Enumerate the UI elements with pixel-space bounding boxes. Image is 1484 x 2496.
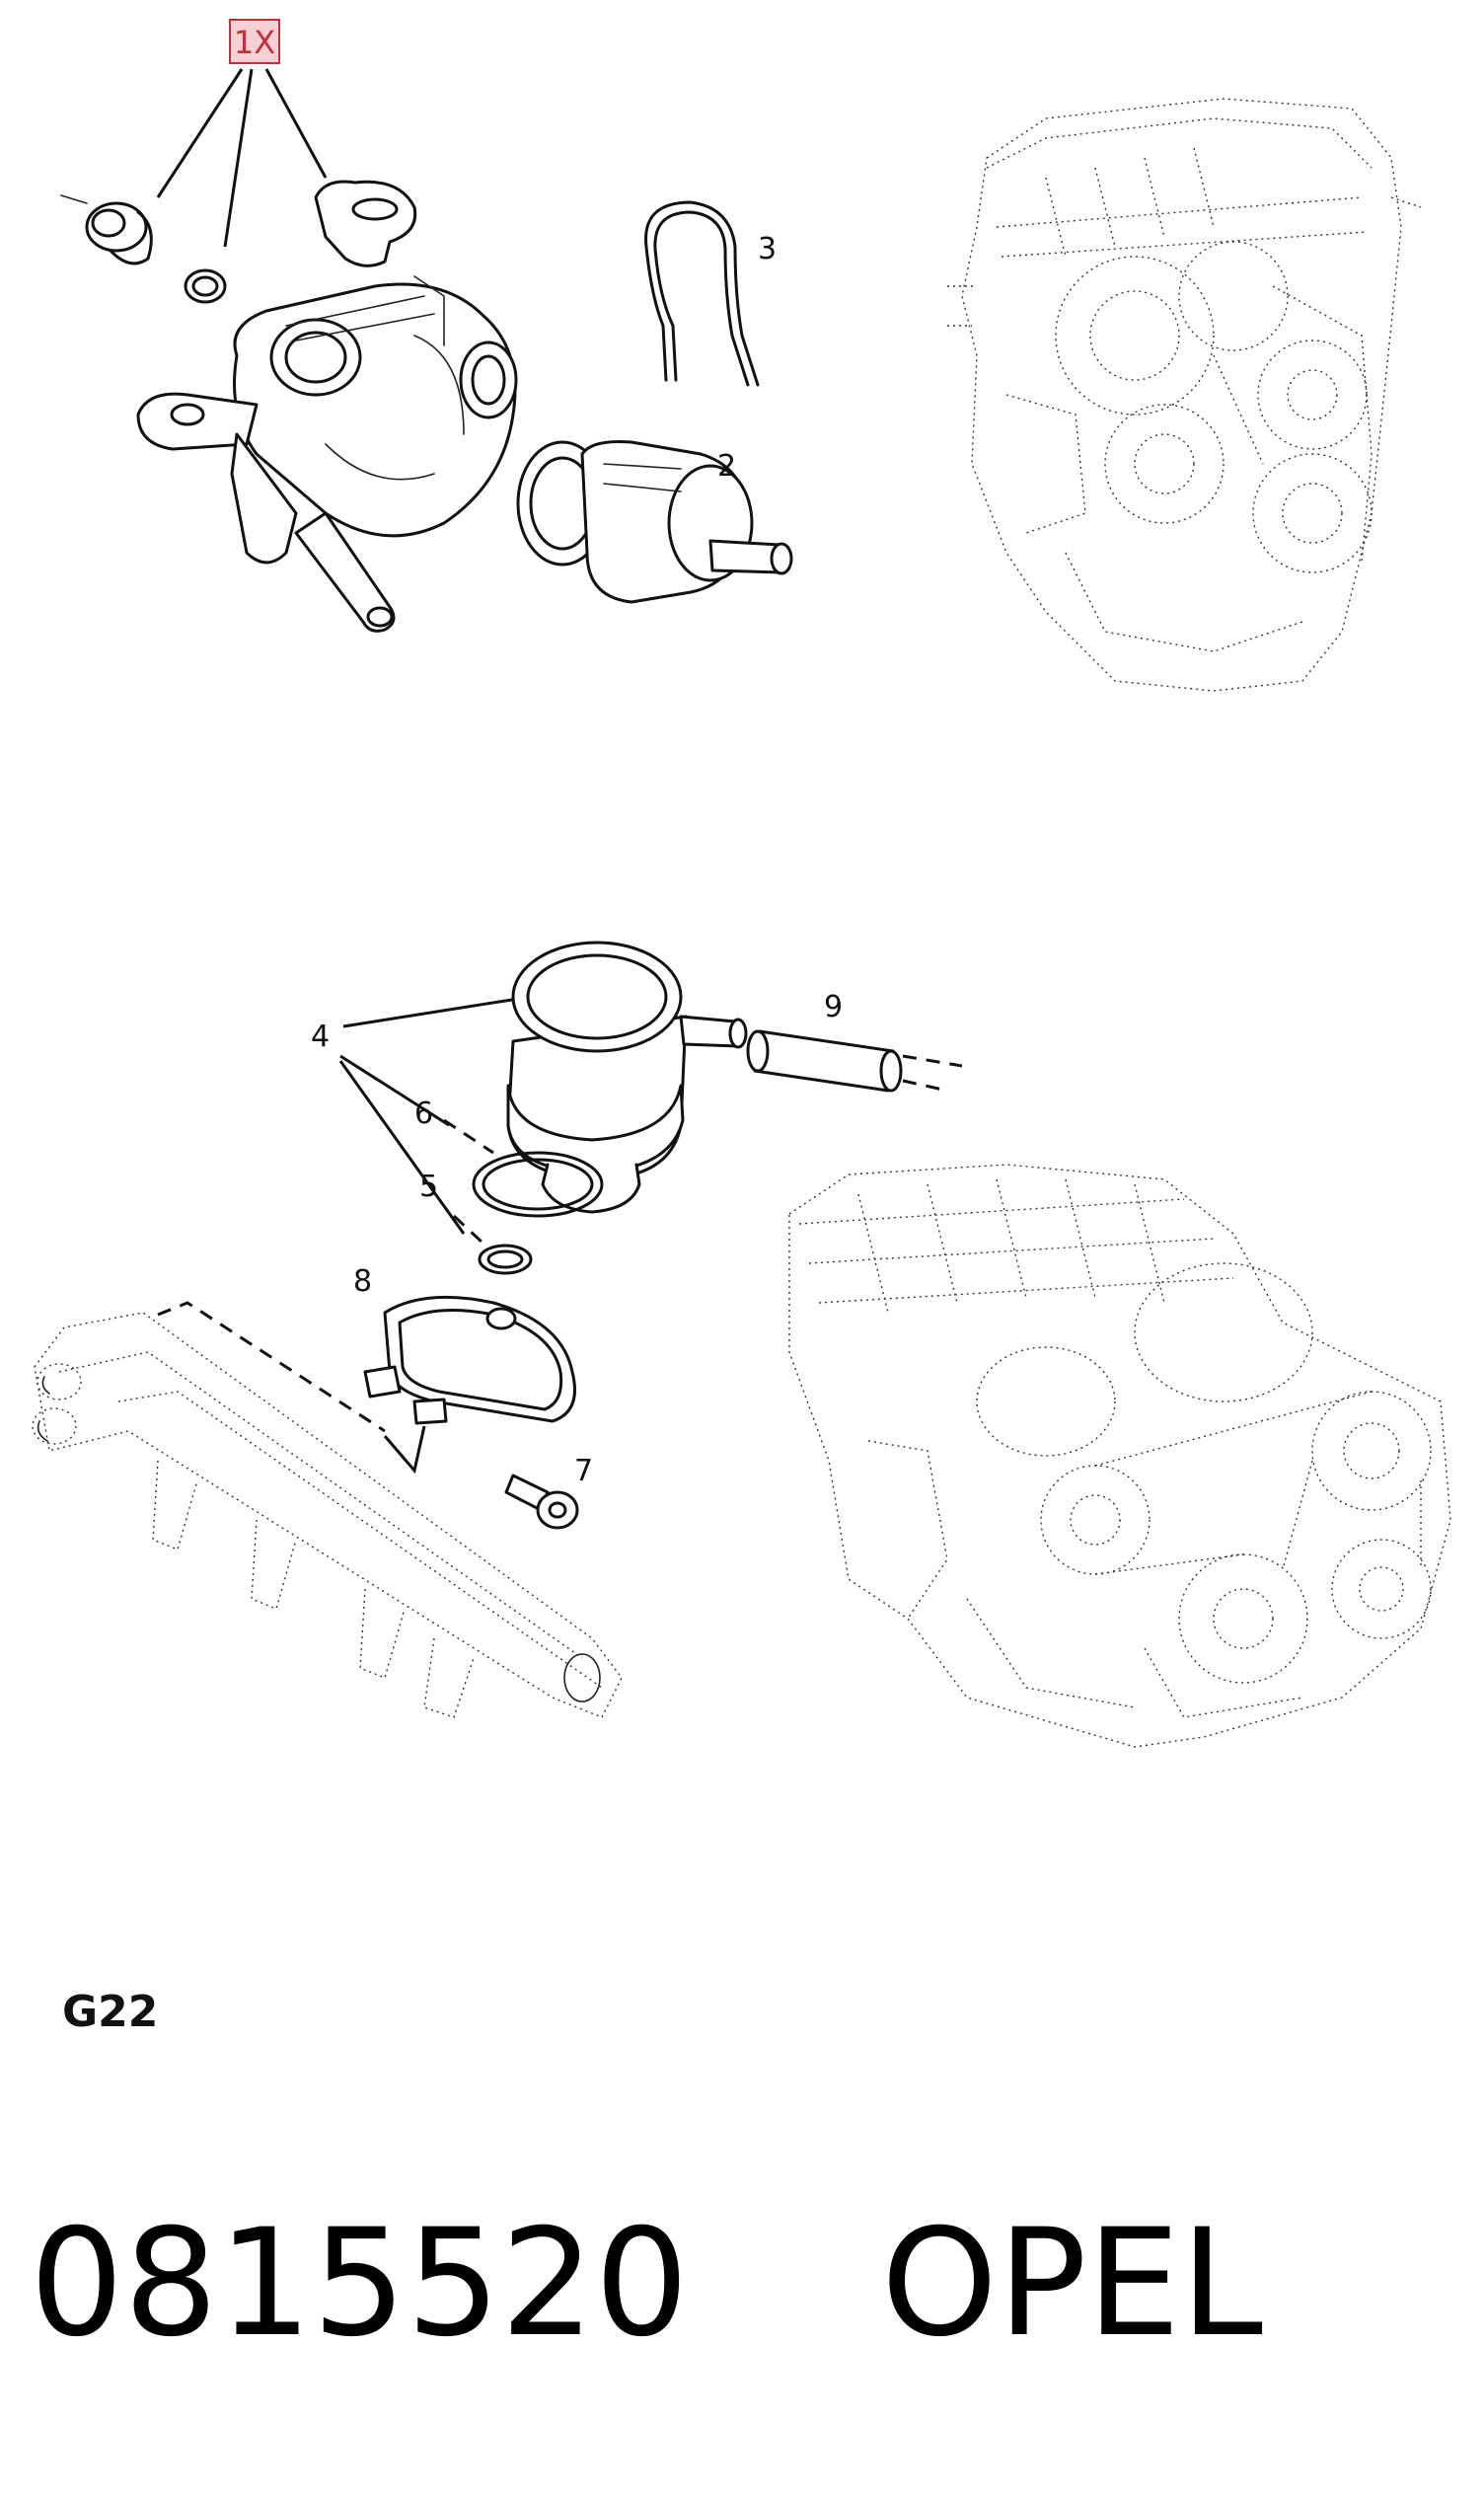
hose-9: 9 — [746, 990, 963, 1093]
o-ring-5 — [478, 1244, 533, 1275]
leader-1x-b — [223, 68, 254, 248]
wire-clip-3: 3 — [644, 200, 777, 387]
leader-1x-c — [264, 68, 328, 179]
fuel-rail-assembly: 4 6 5 9 — [32, 941, 963, 1718]
filter-4 — [506, 941, 748, 1214]
callout-8: 8 — [353, 1264, 372, 1299]
housing-body — [136, 180, 518, 633]
engine-view-bottom — [788, 1164, 1451, 1748]
assembly-guide — [157, 1301, 386, 1433]
leader-1x-a — [156, 68, 244, 198]
callout-6: 6 — [414, 1097, 433, 1131]
thermostat-housing-assembly: 1X — [60, 19, 793, 633]
fuel-rail — [32, 1312, 623, 1718]
brand-name: OPEL — [881, 2198, 1263, 2370]
callout-9: 9 — [824, 990, 843, 1024]
leader-5 — [452, 1214, 485, 1246]
quantity-label: 1X — [234, 24, 275, 61]
seal-cap — [60, 194, 153, 265]
small-o-ring — [184, 268, 227, 304]
callout-7: 7 — [574, 1454, 593, 1488]
thermostat-2: 2 — [516, 440, 793, 604]
callout-2: 2 — [717, 449, 736, 484]
leader-6 — [443, 1118, 494, 1155]
quantity-marker: 1X — [229, 19, 280, 64]
leader-4-c — [338, 1060, 466, 1235]
o-ring-6 — [472, 1151, 604, 1218]
callout-3: 3 — [758, 232, 777, 266]
callout-4: 4 — [311, 1020, 330, 1054]
section-code: G22 — [62, 1987, 158, 2037]
screw-7: 7 — [504, 1454, 593, 1530]
assembly-guide-b — [383, 1425, 426, 1475]
engine-view-top — [947, 98, 1422, 692]
callout-5: 5 — [419, 1170, 438, 1204]
leader-4-a — [342, 997, 519, 1028]
leader-4-b — [339, 1054, 450, 1127]
clamp-bracket-8: 8 — [353, 1264, 576, 1425]
part-number: 0815520 — [30, 2198, 689, 2370]
